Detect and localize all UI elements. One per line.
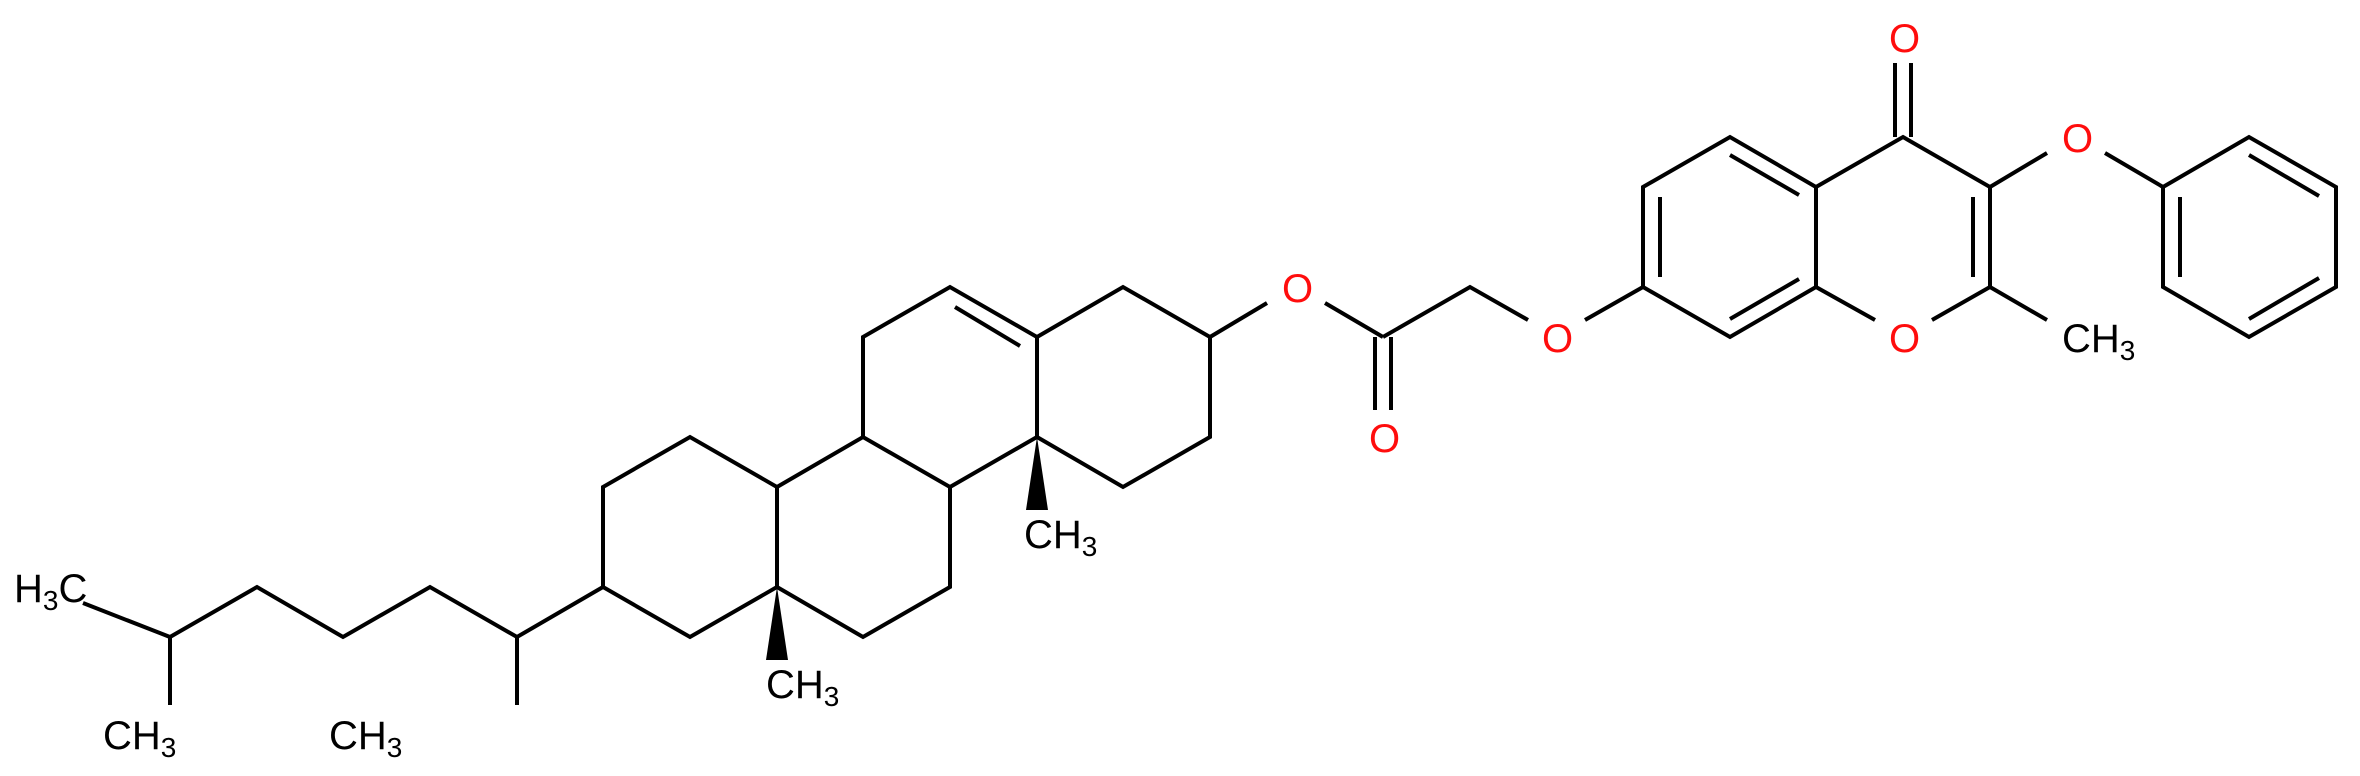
oxygen-ester: O: [1282, 267, 1313, 311]
h3c-label: H3C: [14, 567, 87, 616]
oxygen-ether-link: O: [1542, 317, 1573, 361]
oxygen-chromone-ring: O: [1889, 317, 1920, 361]
ring-d: [1035, 284, 1212, 490]
oxygen-chromone-ketone: O: [1889, 17, 1920, 61]
ring-a: [601, 434, 779, 640]
oxygen-carbonyl-ester: O: [1369, 417, 1400, 461]
ring-c: [861, 284, 1039, 489]
ch3-label-chromone: CH3: [2062, 317, 2135, 366]
ch3-label-branch-2: CH3: [329, 714, 402, 763]
ch3-label-angular-1: CH3: [766, 663, 839, 712]
wedge-bond-1: [766, 587, 788, 660]
ch3-label-branch-1: CH3: [103, 714, 176, 763]
chromone-pyranone-ring: [1815, 134, 1992, 322]
ring-b: [775, 434, 952, 640]
side-chain: [82, 584, 605, 705]
oxygen-phenoxy: O: [2062, 117, 2093, 161]
chromone-benzo-ring: [1641, 134, 1818, 340]
wedge-bond-2: [1026, 437, 1048, 510]
ch3-label-angular-2: CH3: [1024, 513, 1097, 562]
phenyl-ring: [2161, 134, 2338, 340]
